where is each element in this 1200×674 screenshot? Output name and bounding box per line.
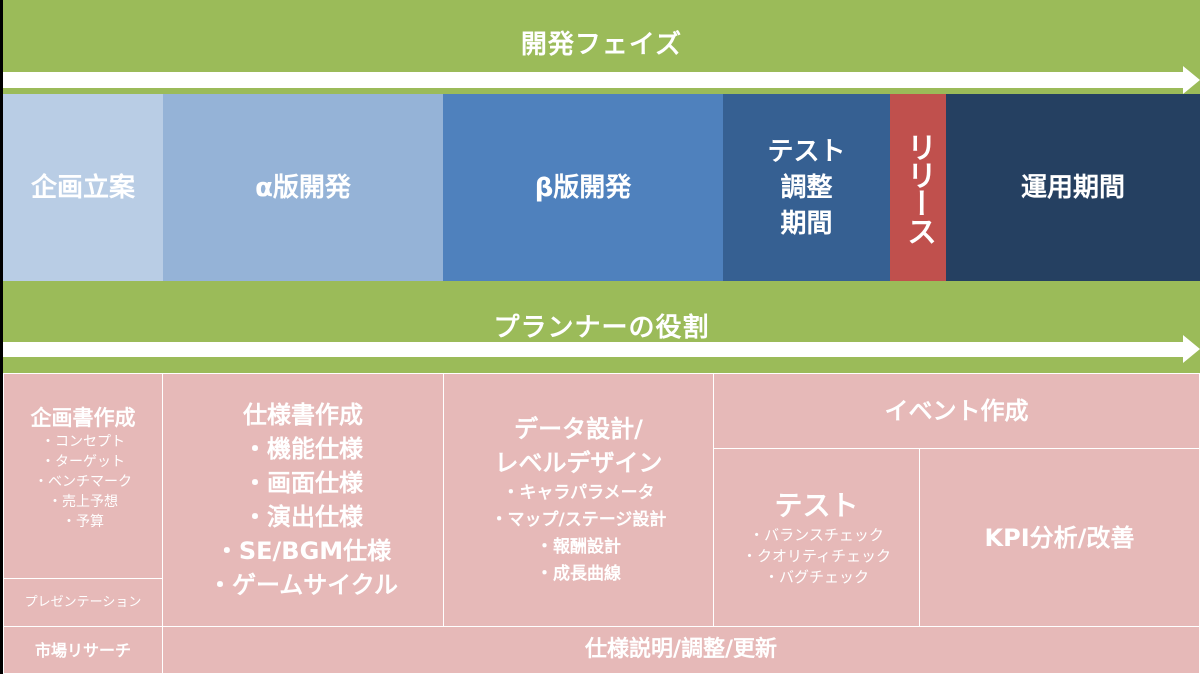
cell-item: ・バグチェック: [763, 568, 869, 586]
cell-item: ・ベンチマーク: [34, 474, 132, 490]
phase-planning: 企画立案: [3, 94, 163, 281]
phase-label: β版開発: [534, 172, 632, 203]
phase-label: α版開発: [255, 172, 351, 203]
phase-beta: β版開発: [443, 94, 723, 281]
planner-role-band: プランナーの役割: [3, 281, 1200, 373]
cell-market-research: 市場リサーチ: [3, 626, 163, 674]
cell-item: ・キャラパラメータ: [502, 483, 655, 503]
phase-release: リリース: [890, 94, 946, 281]
phase-label: 企画立案: [30, 172, 135, 203]
cell-title-line: データ設計/: [514, 415, 643, 443]
cell-item: ・画面仕様: [243, 469, 363, 497]
cell-item: ・ゲームサイクル: [207, 571, 399, 599]
phase-operation: 運用期間: [946, 94, 1200, 281]
timeline-arrow-icon: [3, 335, 1200, 363]
cell-title: 市場リサーチ: [34, 640, 131, 660]
cell-item: ・成長曲線: [536, 564, 621, 584]
cell-item: ・演出仕様: [243, 503, 363, 531]
cell-item: ・マップ/ステージ設計: [490, 510, 667, 530]
cell-event: イベント作成: [713, 373, 1200, 449]
phase-test: テスト 調整 期間: [723, 94, 890, 281]
cell-item: ・ターゲット: [41, 454, 125, 470]
cell-item: ・クオリティチェック: [741, 547, 892, 565]
phase-label: リリース: [901, 131, 936, 244]
cell-presentation: プレゼンテーション: [3, 578, 163, 627]
cell-spec-update: 仕様説明/調整/更新: [162, 626, 1200, 674]
cell-item: ・売上予想: [48, 494, 118, 510]
cell-title-line: レベルデザイン: [494, 449, 663, 477]
cell-item: ・バランスチェック: [749, 526, 884, 544]
phase-label: 運用期間: [1020, 172, 1125, 203]
phase-label-line: 期間: [780, 208, 833, 239]
phase-label-line: テスト: [767, 136, 846, 167]
cell-title: 企画書作成: [30, 406, 136, 430]
cell-title: イベント作成: [884, 397, 1029, 425]
cell-data-design: データ設計/ レベルデザイン ・キャラパラメータ ・マップ/ステージ設計 ・報酬…: [443, 373, 714, 627]
cell-title: KPI分析/改善: [984, 523, 1135, 552]
phase-alpha: α版開発: [163, 94, 443, 281]
cell-title: プレゼンテーション: [24, 595, 142, 610]
cell-spec: 仕様書作成 ・機能仕様 ・画面仕様 ・演出仕様 ・SE/BGM仕様 ・ゲームサイ…: [162, 373, 444, 627]
cell-item: ・コンセプト: [41, 434, 125, 450]
cell-item: ・予算: [62, 514, 104, 530]
cell-item: ・SE/BGM仕様: [214, 537, 392, 565]
phase-label-line: 調整: [780, 172, 833, 203]
dev-phase-title: 開発フェイズ: [520, 30, 683, 60]
timeline-arrow-icon: [3, 66, 1200, 94]
cell-item: ・機能仕様: [243, 435, 363, 463]
cell-title: テスト: [774, 489, 859, 522]
planner-role-title: プランナーの役割: [493, 313, 710, 343]
cell-test: テスト ・バランスチェック ・クオリティチェック ・バグチェック: [713, 448, 920, 627]
cell-proposal: 企画書作成 ・コンセプト ・ターゲット ・ベンチマーク ・売上予想 ・予算: [3, 373, 163, 579]
dev-phase-band: 開発フェイズ: [3, 0, 1200, 94]
cell-kpi: KPI分析/改善: [919, 448, 1200, 627]
cell-item: ・報酬設計: [536, 537, 621, 557]
cell-title: 仕様説明/調整/更新: [584, 637, 778, 662]
cell-title: 仕様書作成: [243, 401, 363, 429]
